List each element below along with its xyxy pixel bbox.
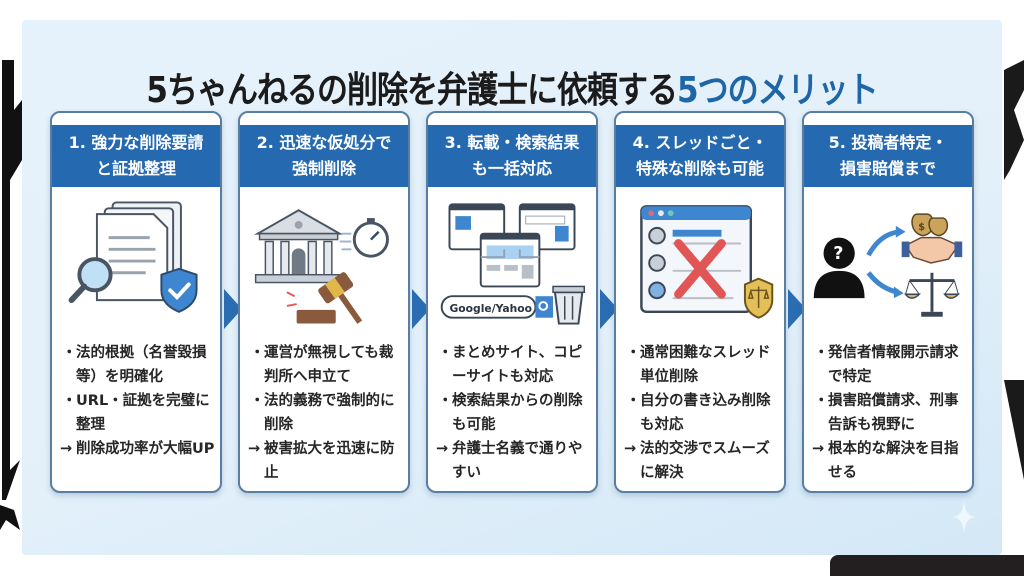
bullet-item: ・法的義務で強制的に削除: [250, 393, 395, 433]
bullet-item: ・検索結果からの削除も可能: [438, 393, 583, 433]
card-body: ・通常困難なスレッド単位削除 ・自分の書き込み削除も対応 →法的交渉でスムーズに…: [624, 341, 780, 485]
card-body: ・まとめサイト、コピーサイトも対応 ・検索結果からの削除も可能 →弁護士名義で通…: [436, 341, 592, 485]
infographic-panel: 5ちゃんねるの削除を弁護士に依頼する5つのメリット 1. 強力な削除要請 と証拠…: [22, 20, 1002, 555]
websites-search-trash-icon: Google/Yahoo: [440, 203, 586, 325]
merit-card-5: 5. 投稿者特定・ 損害賠償まで ? $: [802, 111, 974, 493]
card-body: ・発信者情報開示請求で特定 ・損害賠償請求、刑事告訴も視野に →根本的な解決を目…: [812, 341, 968, 485]
svg-text:Google/Yahoo: Google/Yahoo: [449, 302, 532, 315]
bullet-item: ・まとめサイト、コピーサイトも対応: [438, 345, 583, 385]
flow-arrow-icon: [224, 289, 242, 329]
card-heading: 4. スレッドごと・ 特殊な削除も可能: [616, 125, 784, 187]
page-title: 5ちゃんねるの削除を弁護士に依頼する5つのメリット: [22, 61, 1002, 113]
bullet-item: ・通常困難なスレッド単位削除: [626, 345, 771, 385]
flow-arrow-icon: [412, 289, 430, 329]
flow-arrow-icon: [600, 289, 618, 329]
svg-text:$: $: [918, 222, 925, 233]
bullet-item: ・運営が無視しても裁判所へ申立て: [250, 345, 394, 385]
result-item: →弁護士名義で通りやすい: [436, 441, 583, 481]
merit-card-3: 3. 転載・検索結果 も一括対応 Google/Yahoo: [426, 111, 598, 493]
bullet-item: ・発信者情報開示請求で特定: [814, 345, 959, 385]
result-item: →根本的な解決を目指せる: [812, 441, 959, 481]
bullet-item: ・損害賠償請求、刑事告訴も視野に: [814, 393, 959, 433]
merit-card-1: 1. 強力な削除要請 と証拠整理 ・法的根拠（名誉毀損等）を明確化 ・URL・証…: [50, 111, 222, 493]
bullet-item: ・自分の書き込み削除も対応: [626, 393, 771, 433]
card-heading: 1. 強力な削除要請 と証拠整理: [52, 125, 220, 187]
arrow-silhouette-decoration: [0, 60, 22, 530]
anonymous-user-settlement-scales-icon: ? $: [813, 213, 963, 317]
card-body: ・法的根拠（名誉毀損等）を明確化 ・URL・証拠を完璧に整理 →削除成功率が大幅…: [60, 341, 216, 461]
card-heading: 5. 投稿者特定・ 損害賠償まで: [804, 125, 972, 187]
sparkle-icon: [952, 500, 976, 534]
ship-silhouette-decoration: [1004, 60, 1024, 480]
result-item: →削除成功率が大幅UP: [60, 441, 215, 457]
title-main: 5ちゃんねるの削除を弁護士に依頼する: [146, 69, 678, 112]
bullet-item: ・法的根拠（名誉毀損等）を明確化: [62, 345, 207, 385]
flow-arrow-icon: [788, 289, 806, 329]
card-heading: 3. 転載・検索結果 も一括対応: [428, 125, 596, 187]
document-magnifier-shield-icon: [68, 201, 198, 313]
dark-corner-decoration: [830, 555, 1024, 576]
bullet-item: ・URL・証拠を完璧に整理: [62, 393, 210, 433]
merit-cards: 1. 強力な削除要請 と証拠整理 ・法的根拠（名誉毀損等）を明確化 ・URL・証…: [50, 111, 976, 496]
result-item: →法的交渉でスムーズに解決: [624, 441, 770, 481]
merit-card-2: 2. 迅速な仮処分で 強制削除 ・運営が無視しても裁判所へ申立て ・法的義務で強…: [238, 111, 410, 493]
courthouse-gavel-stopwatch-icon: [253, 209, 389, 324]
title-highlight: 5つのメリット: [677, 69, 879, 112]
card-heading: 2. 迅速な仮処分で 強制削除: [240, 125, 408, 187]
result-item: →被害拡大を迅速に防止: [248, 441, 395, 481]
card-body: ・運営が無視しても裁判所へ申立て ・法的義務で強制的に削除 →被害拡大を迅速に防…: [248, 341, 404, 485]
svg-text:?: ?: [833, 244, 843, 264]
merit-card-4: 4. スレッドごと・ 特殊な削除も可能 ・通常困難なスレッド単位削除 ・自分の書…: [614, 111, 786, 493]
thread-window-delete-badge-icon: [640, 205, 774, 319]
